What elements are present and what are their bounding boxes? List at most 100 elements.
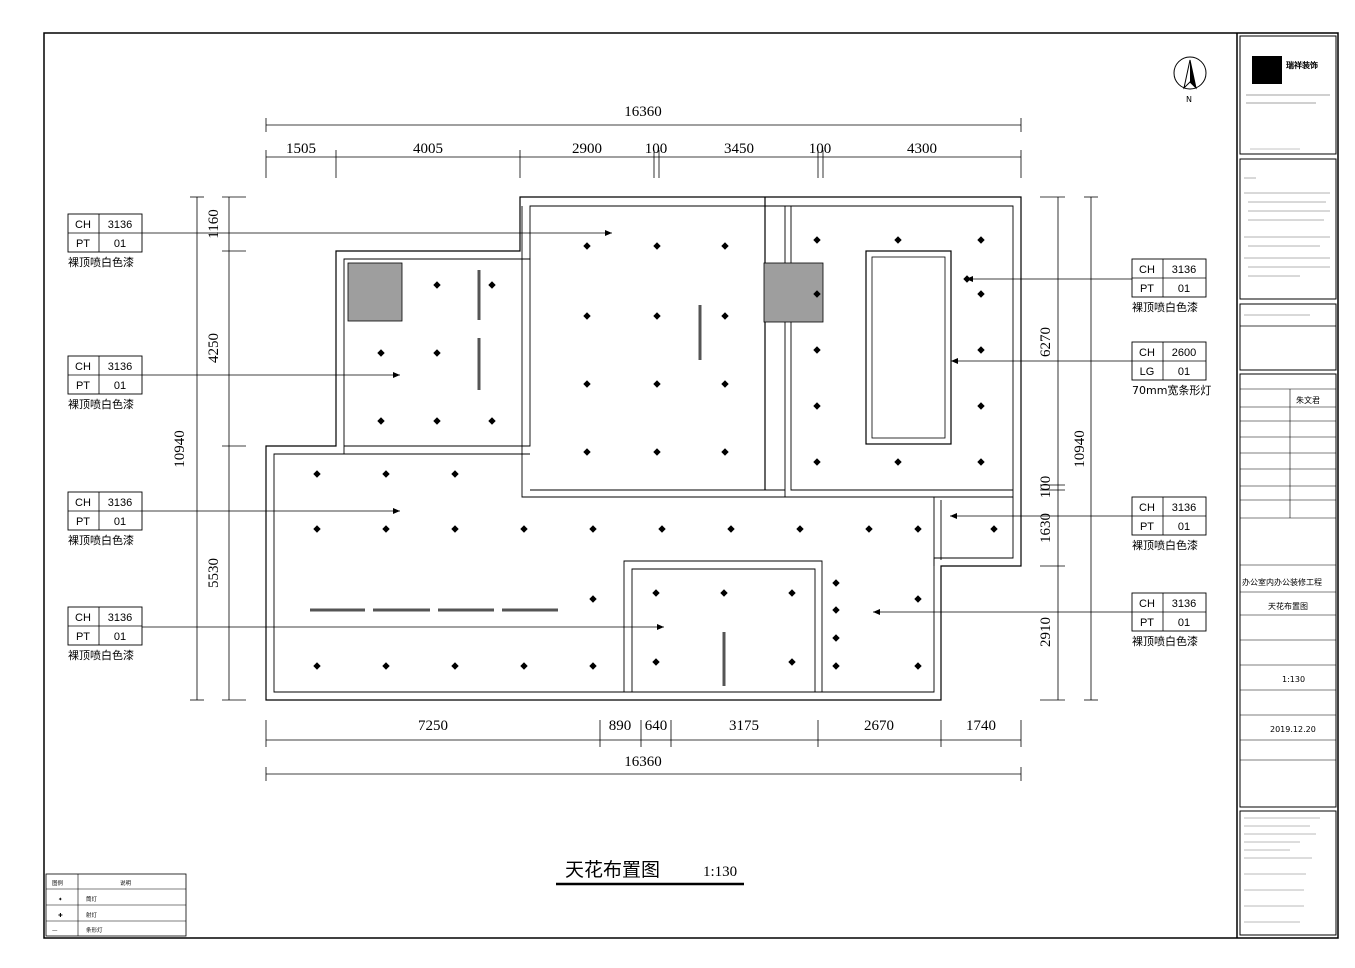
downlight-icon — [382, 525, 390, 533]
dimensions-top — [265, 118, 1022, 178]
downlight-icon — [583, 448, 591, 456]
arrowhead-icon — [950, 513, 957, 519]
tag-note: 裸顶喷白色漆 — [68, 255, 134, 269]
tag-value: 01 — [114, 380, 126, 392]
tag-key: CH — [75, 612, 91, 624]
downlight-icon — [894, 236, 902, 244]
project-name: 办公室内办公装修工程 — [1242, 577, 1322, 587]
dim-bottom-3: 640 — [645, 718, 668, 734]
tag-key: PT — [76, 380, 90, 392]
tag-key: CH — [1139, 598, 1155, 610]
downlight-icon — [977, 290, 985, 298]
dim-right-3: 1630 — [1038, 513, 1054, 543]
strip-light-frame — [865, 250, 952, 445]
tag-key: CH — [75, 497, 91, 509]
dim-left-total: 10940 — [172, 430, 188, 468]
downlight-icon — [658, 525, 666, 533]
downlight-icon — [914, 662, 922, 670]
dim-top-4: 100 — [645, 141, 668, 157]
tag-value: 3136 — [108, 497, 132, 509]
arrowhead-icon — [873, 609, 880, 615]
downlight-icon — [451, 470, 459, 478]
downlight-icon — [451, 662, 459, 670]
tag-key: LG — [1140, 366, 1155, 378]
downlight-icon — [488, 417, 496, 425]
downlight-icon — [977, 346, 985, 354]
tag-value: 01 — [114, 516, 126, 528]
tag-note: 裸顶喷白色漆 — [1132, 538, 1198, 552]
downlight-icon — [914, 595, 922, 603]
tag-key: PT — [76, 631, 90, 643]
downlight-icon — [313, 525, 321, 533]
tag-value: 3136 — [1172, 598, 1196, 610]
dimensions-left — [190, 196, 246, 701]
tag-key: CH — [75, 361, 91, 373]
downlight-icon — [813, 402, 821, 410]
tag-value: 3136 — [108, 361, 132, 373]
tag-value: 01 — [1178, 617, 1190, 629]
downlight-icon — [813, 346, 821, 354]
tag-value: 3136 — [1172, 502, 1196, 514]
downlight-icon — [832, 662, 840, 670]
tag-key: PT — [1140, 283, 1154, 295]
downlight-icon — [589, 525, 597, 533]
downlight-icon — [894, 458, 902, 466]
tag-value: 01 — [1178, 366, 1190, 378]
arrowhead-icon — [966, 276, 973, 282]
downlight-icon — [652, 589, 660, 597]
tag-value: 2600 — [1172, 347, 1196, 359]
tag-value: 01 — [114, 631, 126, 643]
tag-value: 01 — [1178, 521, 1190, 533]
downlight-icon — [451, 525, 459, 533]
downlight-icon — [589, 595, 597, 603]
title-block: 瑞祥装饰 — [1239, 35, 1337, 936]
downlight-icon — [589, 662, 597, 670]
dim-left-3: 5530 — [206, 558, 222, 588]
tag-key: CH — [1139, 347, 1155, 359]
dimensions-bottom — [265, 720, 1022, 781]
tag-value: 3136 — [1172, 264, 1196, 276]
legend-text-strip: 条形灯 — [86, 926, 103, 934]
downlight-icon — [583, 242, 591, 250]
downlight-icon — [583, 380, 591, 388]
tag-note: 裸顶喷白色漆 — [68, 397, 134, 411]
downlight-icon — [313, 470, 321, 478]
structural-column — [763, 262, 824, 323]
downlight-icon — [832, 606, 840, 614]
dim-top-7: 4300 — [907, 141, 937, 157]
downlight-icon — [488, 281, 496, 289]
downlight-icon — [652, 658, 660, 666]
downlight-icon — [788, 589, 796, 597]
downlight-icon — [914, 525, 922, 533]
downlight-icon — [990, 525, 998, 533]
downlight-icon — [721, 380, 729, 388]
arrowhead-icon — [605, 230, 612, 236]
legend-table: 图例 说明 ✦ 筒灯 ✚ 射灯 — 条形灯 — [45, 873, 187, 937]
downlight-icon — [832, 634, 840, 642]
downlight-icon — [377, 417, 385, 425]
dim-bottom-6: 1740 — [966, 718, 996, 734]
downlight-icon — [520, 525, 528, 533]
downlight-icon — [653, 242, 661, 250]
legend-symbol-downlight: ✦ — [58, 896, 63, 903]
dim-bottom-1: 7250 — [418, 718, 448, 734]
company-name: 瑞祥装饰 — [1286, 60, 1318, 70]
downlight-icon — [865, 525, 873, 533]
dim-bottom-total: 16360 — [624, 754, 662, 770]
downlight-icon — [832, 579, 840, 587]
dim-right-4: 2910 — [1038, 617, 1054, 647]
tag-note: 裸顶喷白色漆 — [68, 533, 134, 547]
dim-top-total: 16360 — [624, 104, 662, 120]
downlight-icon — [727, 525, 735, 533]
drawing-title-text: 天花布置图 — [565, 859, 660, 881]
downlight-icon — [313, 662, 321, 670]
legend-header-symbol: 图例 — [52, 879, 64, 887]
tag-note: 裸顶喷白色漆 — [68, 648, 134, 662]
